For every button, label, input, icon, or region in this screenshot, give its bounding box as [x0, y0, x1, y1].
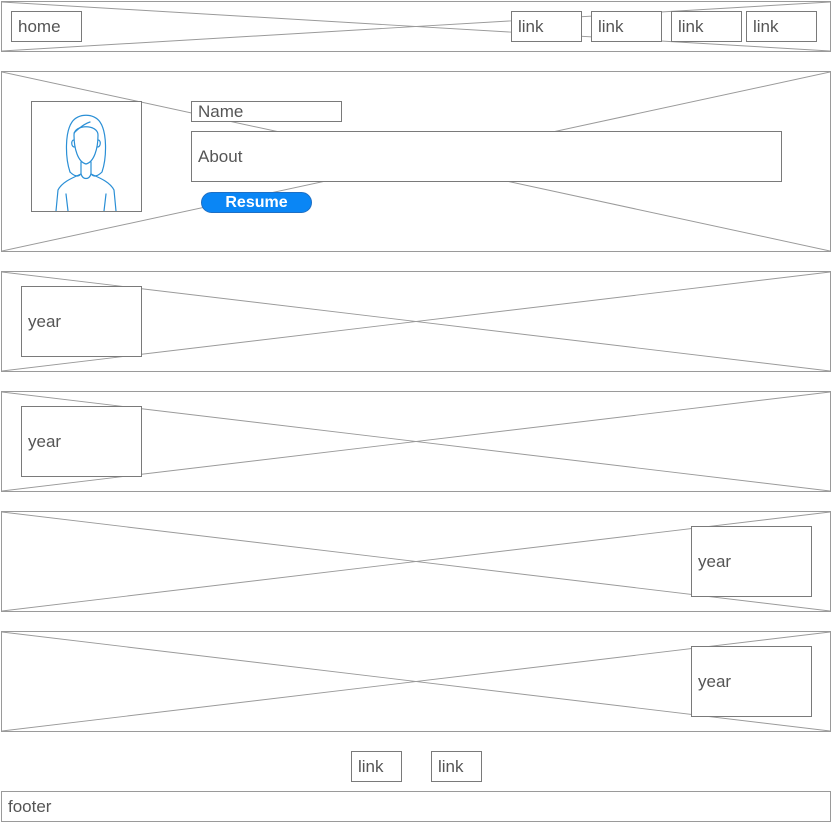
year-box: year [691, 646, 812, 717]
name-field[interactable]: Name [191, 101, 342, 122]
nav-link-4[interactable]: link [746, 11, 817, 42]
footer: footer [1, 791, 831, 822]
nav-link-3[interactable]: link [671, 11, 742, 42]
year-box: year [21, 406, 142, 477]
bottom-link-2[interactable]: link [431, 751, 482, 782]
resume-button[interactable]: Resume [201, 192, 312, 213]
avatar [31, 101, 142, 212]
nav-home-link[interactable]: home [11, 11, 82, 42]
year-box: year [21, 286, 142, 357]
nav-link-1[interactable]: link [511, 11, 582, 42]
year-box: year [691, 526, 812, 597]
bottom-link-1[interactable]: link [351, 751, 402, 782]
person-avatar-icon [55, 114, 117, 211]
about-field[interactable]: About [191, 131, 782, 182]
nav-link-2[interactable]: link [591, 11, 662, 42]
